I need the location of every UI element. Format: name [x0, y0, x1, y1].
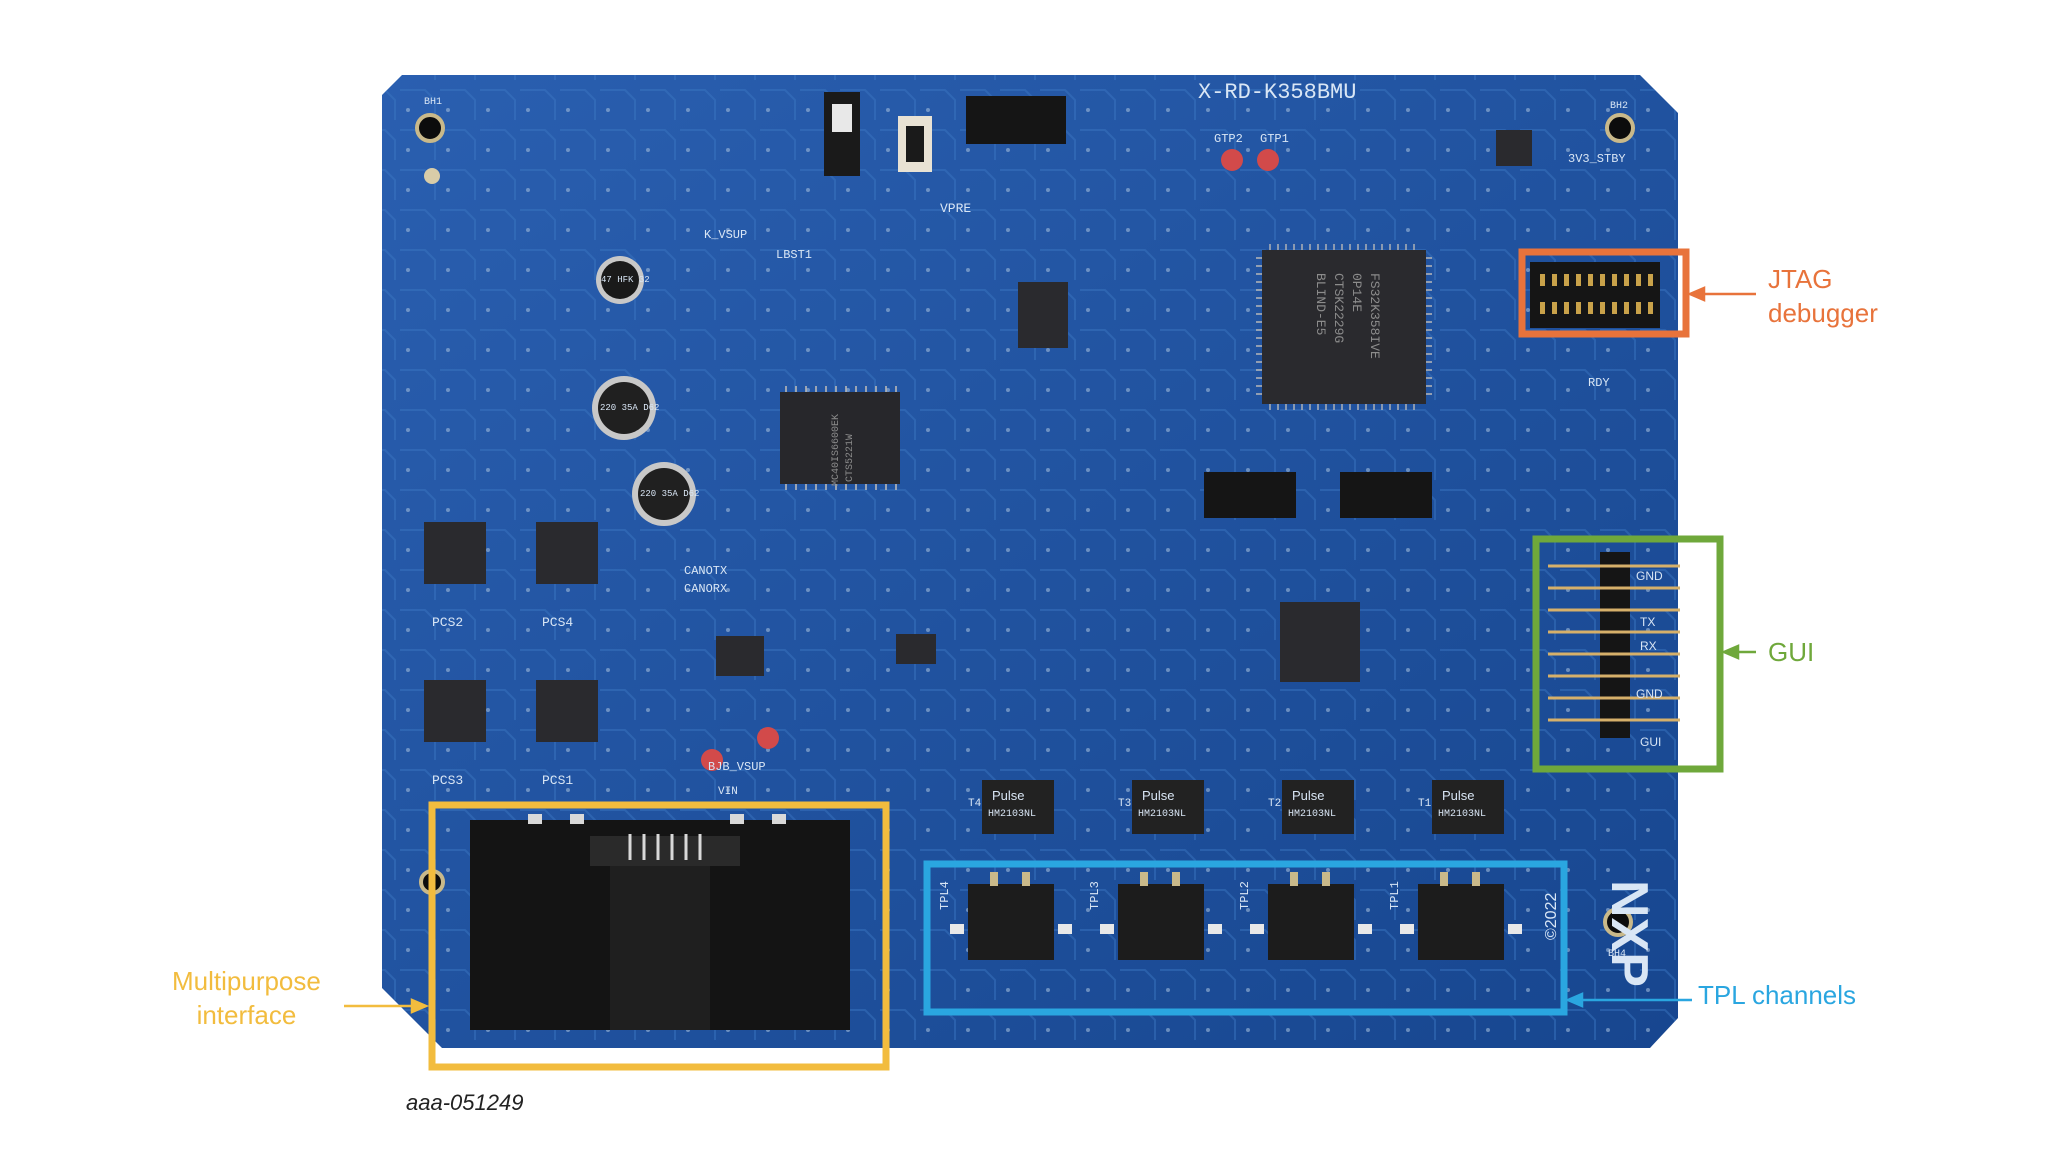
pin-headers [1204, 472, 1432, 518]
afe-line-1: MC40IS6600EK [831, 414, 842, 486]
svg-text:3V3_STBY: 3V3_STBY [1568, 152, 1626, 166]
afe-chip: MC40IS6600EK CTS5221W [780, 386, 900, 490]
tpl-highlight-box [923, 860, 1568, 1016]
svg-text:T2: T2 [1268, 798, 1281, 810]
jtag-connector [1530, 262, 1660, 328]
multi-label-line1: Multipurpose [172, 966, 321, 996]
svg-text:PCS2: PCS2 [432, 615, 463, 630]
tpl-port-1: TPL1 [1388, 872, 1522, 960]
svg-text:T4: T4 [968, 798, 982, 810]
svg-text:T3: T3 [1118, 798, 1131, 810]
svg-text:TPL4: TPL4 [938, 881, 952, 910]
multi-label-line2: interface [196, 1000, 297, 1030]
svg-text:TPL1: TPL1 [1388, 881, 1402, 910]
svg-text:RDY: RDY [1588, 376, 1610, 390]
svg-text:BH2: BH2 [1610, 101, 1628, 112]
multipurpose-connector [470, 814, 850, 1030]
tpl-port-3: TPL3 [1088, 872, 1222, 960]
jtag-debugger-label: JTAG debugger [1768, 262, 1878, 330]
tpl-arrow [1564, 992, 1692, 1008]
svg-text:Pulse: Pulse [1142, 788, 1175, 803]
cap-label-3: 220 35A D62 [640, 489, 699, 499]
svg-text:K_VSUP: K_VSUP [704, 228, 747, 242]
jtag-highlight-box [1518, 248, 1690, 338]
multipurpose-interface-label: Multipurpose interface [172, 964, 321, 1032]
cap-label-1: 47 HFK 32 [601, 275, 650, 285]
svg-text:HM2103NL: HM2103NL [1138, 809, 1186, 820]
svg-text:GTP2: GTP2 [1214, 132, 1243, 146]
svg-text:VPRE: VPRE [940, 201, 971, 216]
gui-connector: GND TX RX GND GUI [1548, 552, 1680, 749]
figure-id: aaa-051249 [406, 1090, 524, 1115]
gui-pin-5: GUI [1640, 735, 1661, 749]
tpl-port-4: TPL4 [938, 872, 1072, 960]
nxp-logo: NXP [1600, 880, 1658, 987]
jtag-label-line1: JTAG [1768, 264, 1833, 294]
gui-arrow [1720, 644, 1756, 660]
debug-header [966, 96, 1066, 144]
svg-text:TPL3: TPL3 [1088, 881, 1102, 910]
silk-labels: K_VSUP LBST1 VPRE GTP2 GTP1 VIN BJB_VSUP… [424, 97, 1628, 960]
svg-text:LBST1: LBST1 [776, 248, 812, 262]
svg-text:Pulse: Pulse [1292, 788, 1325, 803]
electrolytic-caps: 47 HFK 32 220 35A D62 220 35A D62 [592, 256, 699, 526]
gui-highlight-box [1532, 535, 1724, 773]
mcu-line-3: CTSK2229G [1331, 273, 1346, 343]
cap-label-2: 220 35A D62 [600, 403, 659, 413]
mcu-line-2: 0P14E [1349, 273, 1364, 312]
jtag-label-line2: debugger [1768, 298, 1878, 328]
small-ics [424, 130, 1532, 742]
svg-text:PCS3: PCS3 [432, 773, 463, 788]
svg-text:BH4: BH4 [1608, 949, 1626, 960]
gui-pin-3: RX [1640, 639, 1657, 653]
gui-pin-1: GND [1636, 569, 1663, 583]
multi-highlight-box [428, 801, 890, 1071]
svg-text:GTP1: GTP1 [1260, 132, 1289, 146]
transformer-3: Pulse HM2103NL T2 [1268, 780, 1354, 834]
afe-line-2: CTS5221W [845, 434, 856, 482]
test-points [701, 149, 1279, 771]
svg-text:HM2103NL: HM2103NL [988, 809, 1036, 820]
svg-text:BJB_VSUP: BJB_VSUP [708, 760, 766, 774]
svg-text:VIN: VIN [718, 786, 738, 798]
svg-text:CANORX: CANORX [684, 582, 727, 596]
jtag-arrow [1686, 286, 1756, 302]
tpl-channels-label: TPL channels [1698, 980, 1857, 1010]
svg-text:BH1: BH1 [424, 97, 442, 108]
svg-text:PCS1: PCS1 [542, 773, 573, 788]
svg-text:HM2103NL: HM2103NL [1438, 809, 1486, 820]
gui-label: GUI [1768, 637, 1815, 667]
tpl-port-2: TPL2 [1238, 872, 1372, 960]
transformer-2: Pulse HM2103NL T3 [1118, 780, 1204, 834]
multi-arrow [344, 998, 430, 1014]
mcu-line-4: BLIND-E5 [1313, 273, 1328, 335]
mcu-chip: FS32K358IVE 0P14E CTSK2229G BLIND-E5 [1256, 244, 1432, 410]
svg-text:CANOTX: CANOTX [684, 564, 727, 578]
svg-text:HM2103NL: HM2103NL [1288, 809, 1336, 820]
svg-text:TPL2: TPL2 [1238, 881, 1252, 910]
svg-text:T1: T1 [1418, 798, 1432, 810]
gui-pin-4: GND [1636, 687, 1663, 701]
mcu-line-1: FS32K358IVE [1367, 273, 1382, 359]
svg-text:Pulse: Pulse [1442, 788, 1475, 803]
gui-pin-2: TX [1640, 615, 1655, 629]
board-title-silk: X-RD-K358BMU [1198, 80, 1356, 105]
svg-text:PCS4: PCS4 [542, 615, 573, 630]
svg-text:Pulse: Pulse [992, 788, 1025, 803]
transformer-1: Pulse HM2103NL T4 [968, 780, 1054, 834]
year-mark: ©2022 [1543, 893, 1560, 940]
transformer-4: Pulse HM2103NL T1 [1418, 780, 1504, 834]
